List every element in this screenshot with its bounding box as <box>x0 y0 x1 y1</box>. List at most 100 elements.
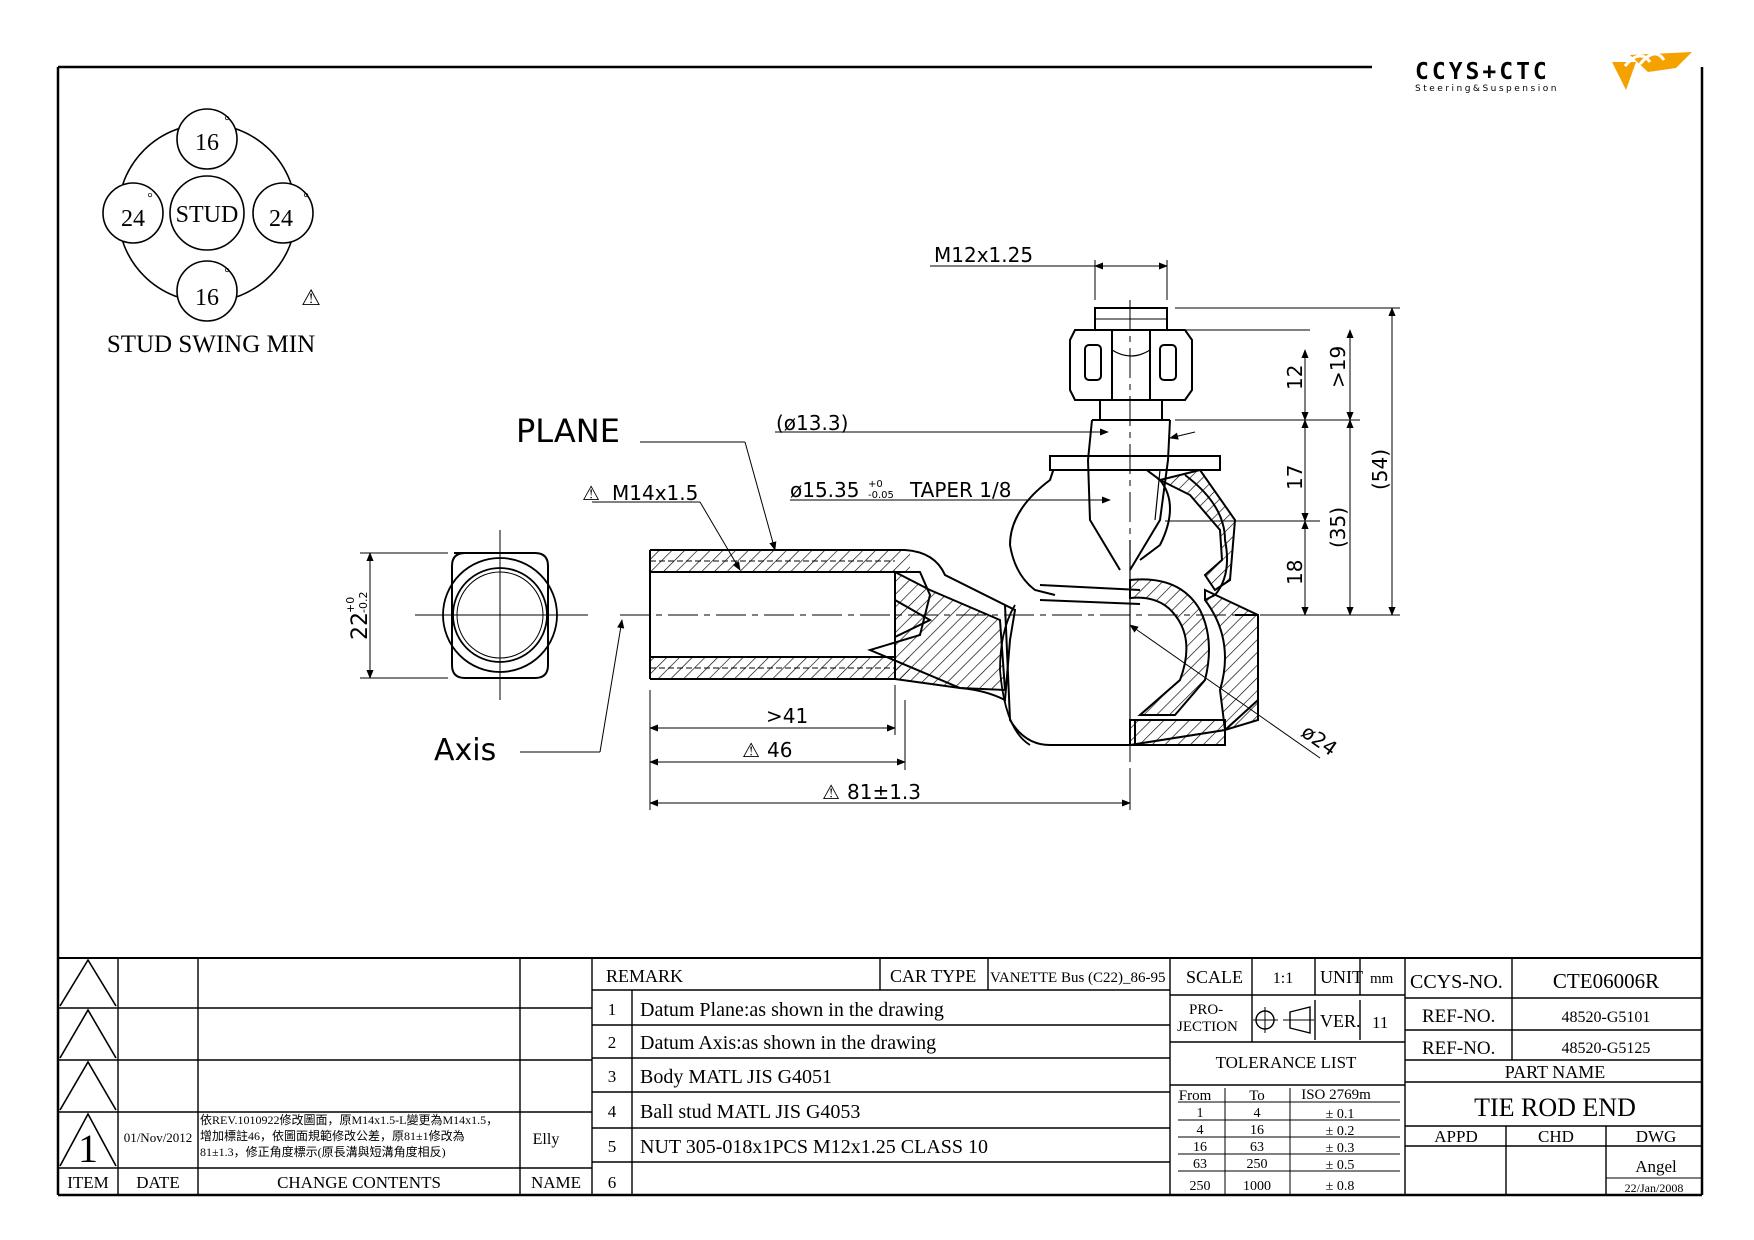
axis-label: Axis <box>434 733 496 768</box>
svg-text:4: 4 <box>608 1102 617 1121</box>
unit-value: mm <box>1370 971 1394 987</box>
dim-17-label: 17 <box>1283 465 1307 490</box>
tolerance-title: TOLERANCE LIST <box>1216 1053 1357 1072</box>
dim-81-label: 81±1.3 <box>847 780 921 804</box>
svg-text:From: From <box>1179 1088 1212 1104</box>
ref-no-label: REF-NO. <box>1422 1006 1495 1027</box>
remark-item: Datum Plane:as shown in the drawing <box>640 999 944 1021</box>
stud-bottom-angle: 16 <box>195 285 219 311</box>
stud-top-angle: 16 <box>195 130 219 156</box>
stud-swing-caption: STUD SWING MIN <box>107 331 315 358</box>
hex-width-dimension <box>360 552 448 679</box>
spec-block-text: SCALE 1:1 UNIT mm PRO- JECTION VER. 11 T… <box>1177 967 1394 1194</box>
dim-phi24-label: ø24 <box>1297 719 1342 760</box>
svg-text:1: 1 <box>1197 1106 1204 1121</box>
drawn-date: 22/Jan/2008 <box>1625 1181 1684 1195</box>
car-type-label: CAR TYPE <box>890 966 976 986</box>
dim-19-label: >19 <box>1326 346 1350 388</box>
dim-46-label: 46 <box>767 738 792 762</box>
warning-icon: ⚠ <box>742 738 760 762</box>
revision-date: 01/Nov/2012 <box>124 1130 193 1145</box>
svg-text:5: 5 <box>608 1137 617 1156</box>
revision-content-line: 81±1.3，修正角度標示(原長溝與短溝角度相反) <box>200 1144 446 1159</box>
warning-icon: ⚠ <box>582 481 600 505</box>
svg-text:JECTION: JECTION <box>1177 1019 1238 1035</box>
dim-taper-label: ø15.35 <box>790 478 860 502</box>
dim-41-label: >41 <box>766 704 808 728</box>
revision-content-line: 增加標註46，依圖面規範修改公差，原81±1修改為 <box>200 1128 465 1143</box>
svg-text:4: 4 <box>1254 1106 1261 1121</box>
ref-no-value: 48520-G5125 <box>1562 1040 1651 1057</box>
part-name-value: TIE ROD END <box>1474 1093 1636 1122</box>
revision-table-text: 1 01/Nov/2012 依REV.1010922修改圖面，原M14x1.5-… <box>67 1112 581 1192</box>
revision-table <box>58 958 593 1195</box>
remark-label: REMARK <box>606 966 683 986</box>
chd-label: CHD <box>1538 1127 1574 1146</box>
dwg-label: DWG <box>1636 1127 1677 1146</box>
stud-left-angle: 24 <box>121 206 145 232</box>
logo-brand: CCYS+CTC <box>1415 59 1550 85</box>
tie-rod-body-side-view <box>620 300 1259 790</box>
svg-text:+0: +0 <box>344 597 357 613</box>
svg-text:ISO 2769m: ISO 2769m <box>1301 1087 1371 1103</box>
svg-text:250: 250 <box>1190 1179 1211 1194</box>
dim-18-label: 18 <box>1283 560 1307 585</box>
svg-text:16: 16 <box>1250 1123 1264 1138</box>
hex-end-view <box>415 530 588 700</box>
ccys-no-value: CTE06006R <box>1553 969 1659 993</box>
ref-no-label: REF-NO. <box>1422 1038 1495 1059</box>
plane-label: PLANE <box>516 412 620 450</box>
hex-dim-text: 22 +0 -0.2 <box>344 592 373 640</box>
ver-label: VER. <box>1320 1011 1361 1031</box>
stud-swing-diagram: STUD 16 16 24 24 ° ° ° ° ⚠ STUD SWING MI… <box>102 108 321 358</box>
remark-table-text: REMARK CAR TYPE VANETTE Bus (C22)_86-95 … <box>606 966 1166 1192</box>
ref-no-value: 48520-G5101 <box>1562 1009 1651 1026</box>
warning-icon: ⚠ <box>822 780 840 804</box>
svg-text:22: 22 <box>348 612 373 640</box>
dim-m12-label: M12x1.25 <box>934 243 1033 267</box>
dim-54-label: (54) <box>1368 449 1392 490</box>
svg-text:-0.05: -0.05 <box>868 490 894 501</box>
dim-m14-label: M14x1.5 <box>612 481 698 505</box>
svg-text:± 0.8: ± 0.8 <box>1326 1179 1355 1194</box>
title-block <box>1405 958 1702 1195</box>
remark-item: Datum Axis:as shown in the drawing <box>640 1032 936 1054</box>
svg-text:1: 1 <box>608 1000 617 1019</box>
projection-label: PRO- <box>1189 1002 1223 1018</box>
stud-center-label: STUD <box>176 202 239 228</box>
svg-text:3: 3 <box>608 1067 617 1086</box>
remark-table <box>592 958 1171 1195</box>
ccys-no-label: CCYS-NO. <box>1410 971 1503 993</box>
dimension-lines <box>520 260 1400 810</box>
part-name-label: PART NAME <box>1505 1062 1605 1082</box>
revision-mark: 1 <box>78 1126 98 1171</box>
logo-accent-shape <box>1612 62 1636 90</box>
revision-name: Elly <box>533 1131 560 1148</box>
degree-mark: ° <box>224 114 230 129</box>
svg-text:± 0.3: ± 0.3 <box>1326 1141 1355 1156</box>
car-type-value: VANETTE Bus (C22)_86-95 <box>990 970 1166 986</box>
drawer-name: Angel <box>1635 1157 1677 1176</box>
svg-text:-0.2: -0.2 <box>357 592 370 613</box>
col-name: NAME <box>531 1173 581 1192</box>
appd-label: APPD <box>1434 1127 1477 1146</box>
degree-mark: ° <box>303 191 309 206</box>
svg-text:16: 16 <box>1193 1140 1207 1155</box>
revision-content-line: 依REV.1010922修改圖面，原M14x1.5-L變更為M14x1.5， <box>200 1112 498 1127</box>
remark-item: Ball stud MATL JIS G4053 <box>640 1101 860 1123</box>
scale-label: SCALE <box>1186 967 1243 987</box>
dim-d133-label: (ø13.3) <box>776 411 848 435</box>
svg-text:To: To <box>1249 1088 1265 1104</box>
remark-item: Body MATL JIS G4051 <box>640 1066 832 1088</box>
title-block-text: CCYS-NO. CTE06006R REF-NO. 48520-G5101 R… <box>1410 969 1683 1195</box>
svg-text:63: 63 <box>1250 1140 1264 1155</box>
svg-text:63: 63 <box>1193 1157 1207 1172</box>
svg-text:± 0.1: ± 0.1 <box>1326 1107 1355 1122</box>
col-item: ITEM <box>67 1173 109 1192</box>
svg-text:4: 4 <box>1197 1123 1204 1138</box>
svg-text:6: 6 <box>608 1173 617 1192</box>
svg-text:TAPER 1/8: TAPER 1/8 <box>909 478 1011 502</box>
svg-text:± 0.2: ± 0.2 <box>1326 1124 1355 1139</box>
ver-value: 11 <box>1372 1013 1388 1032</box>
svg-text:250: 250 <box>1247 1157 1268 1172</box>
